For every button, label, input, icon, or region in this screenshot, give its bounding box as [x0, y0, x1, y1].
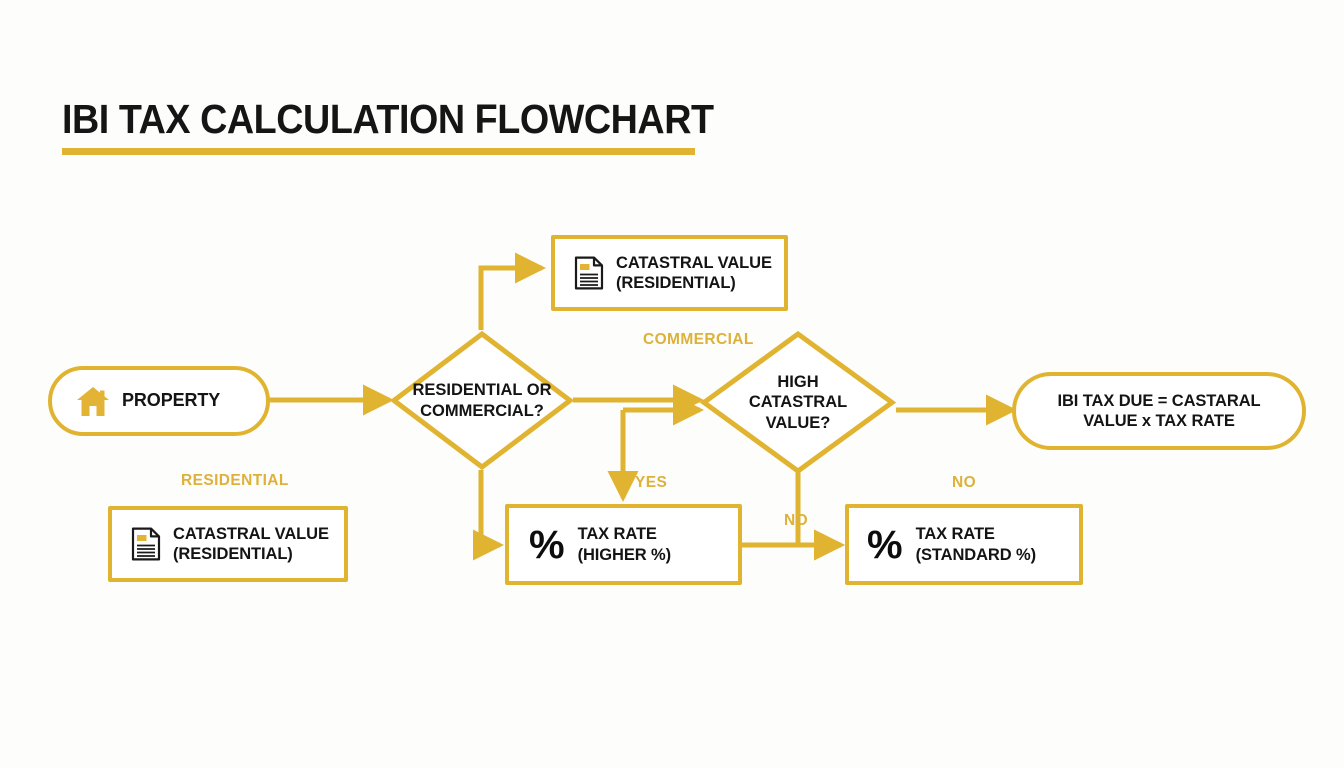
edge-label-no-right: NO [952, 474, 977, 491]
node-catastral-value-bottom-label: CATASTRAL VALUE (RESIDENTIAL) [173, 524, 329, 563]
decision-diamond-shape [700, 330, 896, 475]
node-catastral-value-top[interactable]: CATASTRAL VALUE (RESIDENTIAL) [551, 235, 788, 311]
node-catastral-value-top-label: CATASTRAL VALUE (RESIDENTIAL) [616, 253, 772, 292]
edge-label-yes: YES [635, 474, 668, 491]
node-result-label: IBI TAX DUE = CASTARAL VALUE x TAX RATE [1057, 391, 1261, 430]
node-decision-high-value[interactable]: HIGH CATASTRAL VALUE? [700, 330, 896, 475]
percent-icon: % [867, 522, 903, 567]
decision-diamond-shape [390, 330, 574, 471]
house-icon [77, 386, 109, 416]
edge-label-residential: RESIDENTIAL [181, 472, 289, 489]
edge-label-commercial: COMMERCIAL [643, 331, 754, 348]
node-catastral-value-bottom[interactable]: CATASTRAL VALUE (RESIDENTIAL) [108, 506, 348, 582]
edge-decision-to-catastral-top [478, 252, 546, 330]
edge-label-no-down: NO [784, 512, 809, 529]
title-block: IBI TAX CALCULATION FLOWCHART [62, 96, 770, 156]
page-title: IBI TAX CALCULATION FLOWCHART [62, 96, 714, 142]
title-underline [62, 148, 695, 156]
node-decision-property-type[interactable]: RESIDENTIAL OR COMMERCIAL? [390, 330, 574, 471]
edge-decision-value-to-rate-standard [795, 470, 845, 561]
node-tax-rate-standard[interactable]: % TAX RATE (STANDARD %) [845, 504, 1083, 585]
node-tax-rate-standard-label: TAX RATE (STANDARD %) [915, 525, 1037, 564]
node-property-label: PROPERTY [122, 390, 221, 411]
node-result[interactable]: IBI TAX DUE = CASTARAL VALUE x TAX RATE [1012, 372, 1306, 450]
node-tax-rate-higher-label: TAX RATE (HIGHER %) [577, 525, 672, 564]
edge-decision-to-rate-higher [472, 470, 504, 561]
node-tax-rate-higher[interactable]: % TAX RATE (HIGHER %) [505, 504, 742, 585]
node-decision-property-type-label: RESIDENTIAL OR COMMERCIAL? [412, 380, 552, 420]
node-decision-high-value-label: HIGH CATASTRAL VALUE? [748, 372, 848, 432]
document-icon [574, 256, 604, 290]
node-property[interactable]: PROPERTY [48, 366, 270, 436]
document-icon [131, 527, 161, 561]
percent-icon: % [529, 522, 565, 567]
